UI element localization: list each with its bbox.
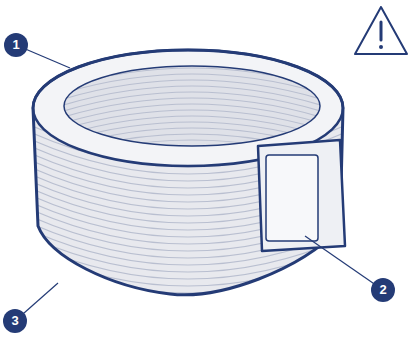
collar-outline (33, 50, 343, 295)
callout-circles (3, 33, 395, 333)
stripe (60, 104, 324, 124)
callout-number: 1 (4, 33, 28, 57)
velcro-pad (266, 155, 318, 241)
stripe (60, 80, 324, 100)
strap (258, 140, 345, 251)
stripe (30, 272, 346, 307)
stripe (60, 110, 324, 130)
stripe (30, 251, 346, 286)
stripe (30, 300, 346, 335)
stripe (30, 279, 346, 314)
callout-circle (3, 309, 27, 333)
stripe (60, 122, 324, 142)
stripe (60, 92, 324, 112)
stripe (30, 286, 346, 321)
stripe (60, 86, 324, 106)
leader-lines (15, 45, 383, 321)
leader-line (305, 236, 383, 290)
callout-number: 3 (3, 309, 27, 333)
callout-circle (371, 278, 395, 302)
stripe (60, 98, 324, 118)
stripe (60, 74, 324, 94)
callout-circle (4, 33, 28, 57)
callout-number: 2 (371, 278, 395, 302)
collar-inner-edge (64, 66, 320, 146)
stripe (30, 293, 346, 328)
warning-symbol (355, 7, 407, 54)
